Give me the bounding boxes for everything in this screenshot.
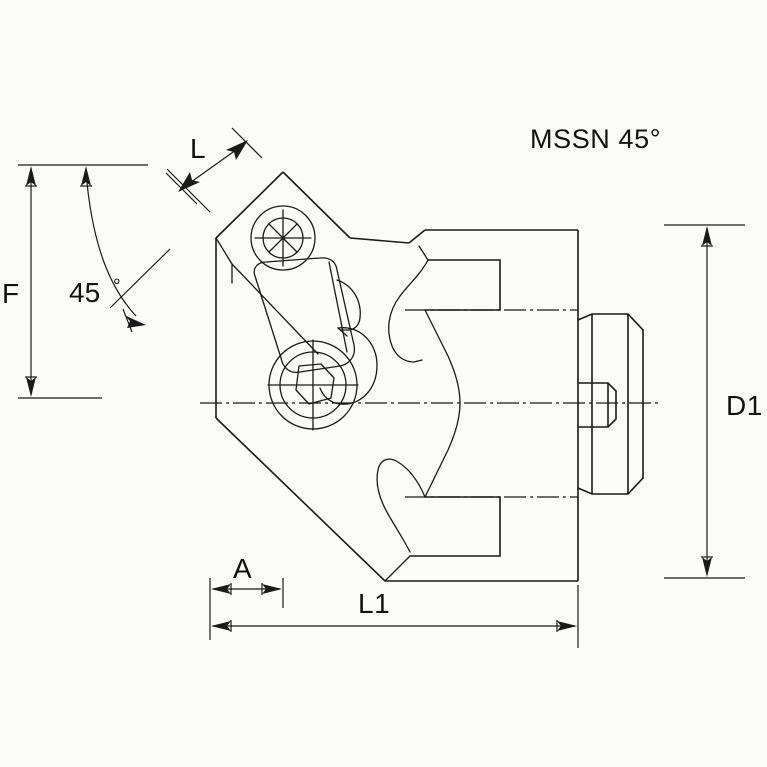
dim-D1-label: D1 bbox=[726, 390, 763, 421]
clamp-screw-hex-socket bbox=[295, 363, 335, 405]
dim-F-arrow-bottom bbox=[26, 377, 36, 397]
dim-L1-label: L1 bbox=[358, 588, 390, 619]
chip-flute-upper bbox=[388, 245, 429, 363]
seat-inner-chamfer bbox=[215, 237, 233, 284]
dimension-angle-45: 45 ° bbox=[69, 166, 211, 333]
body-top-left-chamfer bbox=[408, 229, 426, 244]
dim-L-arrow-lower bbox=[178, 172, 200, 192]
dimension-L: L bbox=[165, 127, 263, 205]
body-lower-left-chamfer bbox=[215, 417, 386, 582]
dim-45-ref-line-upper bbox=[166, 168, 211, 213]
dim-45-arc bbox=[85, 171, 137, 317]
dim-45-ref-line-lower bbox=[109, 248, 171, 309]
square-insert-group bbox=[250, 205, 316, 271]
dim-L-arrow-upper bbox=[226, 140, 248, 160]
clamp-lobe-upper bbox=[336, 279, 361, 331]
chip-flute-lower bbox=[376, 458, 426, 553]
clamp-screw-group bbox=[267, 339, 359, 431]
body-upper-left-face bbox=[349, 237, 410, 244]
clamp-screw-centermark bbox=[267, 339, 359, 431]
dimension-L1: L1 bbox=[211, 585, 579, 648]
dim-45-arrow-top bbox=[81, 166, 91, 186]
dim-45-tail-bottom bbox=[122, 308, 133, 333]
flute-lower-exit bbox=[384, 555, 411, 582]
dim-45-degree-symbol: ° bbox=[113, 276, 121, 297]
clamp-wedge-body bbox=[253, 257, 356, 374]
insert-screw-centermark bbox=[254, 209, 312, 267]
chip-flute-group bbox=[388, 245, 501, 404]
dim-A-arrow-left bbox=[211, 584, 231, 594]
insert-screw-outer-circle bbox=[250, 205, 316, 271]
dim-45-label: 45 bbox=[69, 277, 100, 308]
dim-D1-arrow-top bbox=[702, 226, 712, 246]
dim-L1-arrow-right bbox=[557, 621, 577, 631]
insert-seat-upper-left-edge bbox=[215, 171, 284, 239]
seat-inner-diagonal bbox=[231, 263, 319, 355]
dim-L-label: L bbox=[190, 133, 206, 164]
dimension-F: F bbox=[2, 164, 148, 399]
dim-L-line bbox=[183, 144, 244, 188]
centerline-group bbox=[200, 309, 660, 498]
clamp-lobe-lower-edge bbox=[337, 327, 348, 337]
dim-A-arrow-right bbox=[262, 584, 282, 594]
flute-upper-pocket bbox=[425, 259, 501, 311]
flute-lower-inner-wall bbox=[424, 402, 461, 498]
flute-upper-inner-wall bbox=[424, 309, 461, 404]
chip-flute-lower-group bbox=[376, 402, 501, 582]
dim-F-arrow-top bbox=[26, 166, 36, 186]
dimension-D1: D1 bbox=[664, 224, 763, 579]
insert-seat-upper-right-edge bbox=[282, 171, 351, 239]
cutter-body-group bbox=[215, 171, 579, 582]
clamp-wedge-inner-edge bbox=[328, 261, 348, 353]
dim-F-label: F bbox=[2, 278, 20, 309]
mounting-boss-outline bbox=[577, 313, 644, 495]
dim-L-ext-upper bbox=[231, 127, 263, 159]
dim-D1-arrow-bottom bbox=[702, 557, 712, 577]
dim-L1-arrow-left bbox=[211, 621, 231, 631]
flute-lower-pocket bbox=[410, 496, 501, 557]
drawing-title: MSSN 45° bbox=[530, 124, 661, 154]
clamp-lobe-lower bbox=[319, 327, 378, 405]
drive-key bbox=[578, 382, 617, 428]
dimension-A: A bbox=[209, 553, 284, 640]
mounting-boss-group bbox=[577, 313, 644, 495]
clamp-wedge-group bbox=[253, 257, 378, 405]
dim-A-label: A bbox=[233, 553, 252, 584]
